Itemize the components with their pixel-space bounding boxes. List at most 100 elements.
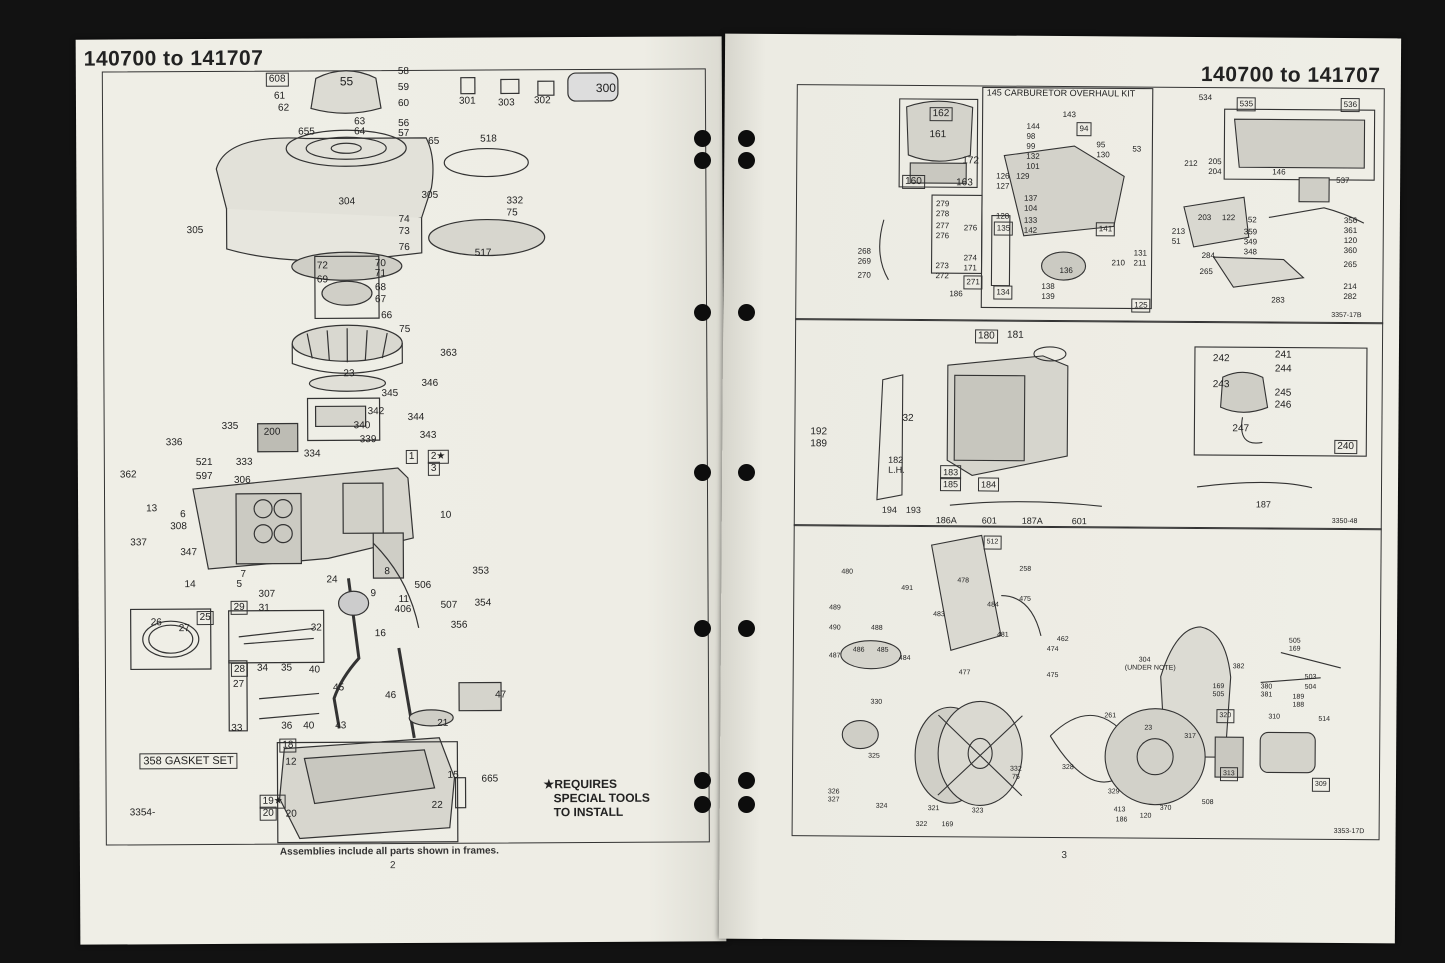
part-label: 64 [354,126,366,138]
part-label: 14 [184,579,196,591]
part-label: 356 [1343,215,1358,226]
part-label: 62 [277,102,290,114]
part-label: 303 [497,97,515,109]
part-label: 189 [1292,693,1305,701]
part-label: 349 [1243,237,1258,247]
part-label: 189 [810,438,828,450]
part-label: 274 [963,253,977,263]
part-label: 514 [1318,715,1331,723]
part-label: 265 [1343,259,1357,270]
part-label: 504 [1304,683,1317,691]
part-label: 475 [1046,671,1059,679]
part-label: 68 [374,282,387,294]
part-label: 211 [1133,258,1147,268]
part-label: 169 [1212,683,1225,691]
part-label: 76 [398,241,410,254]
part-box: 29 [230,600,248,615]
part-label: 181 [1007,329,1024,341]
part-label: 322 [915,821,928,829]
part-label: (UNDER NOTE) [1124,664,1176,672]
part-label: 304 [338,196,356,208]
binder-hole [694,620,711,637]
part-label: 182 [888,454,904,465]
part-label: 75 [1011,773,1020,781]
part-label: 282 [1343,291,1357,302]
part-label: 32 [310,622,322,634]
part-label: 279 [935,199,950,209]
part-label: 481 [996,631,1009,639]
part-label: 128 [995,211,1010,221]
figure-number: 3350-48 [1331,517,1358,526]
part-label: 214 [1343,281,1357,292]
part-label: 325 [868,752,880,760]
part-label: 241 [1274,349,1292,361]
part-label: 505 [1212,691,1225,699]
binder-hole [694,772,711,789]
exploded-view-diagram [130,70,619,844]
part-label: 95 [1096,140,1106,150]
part-label: 305 [186,225,204,237]
part-label: 60 [397,97,410,110]
part-label: 67 [374,294,387,306]
part-label: 187 [1255,499,1271,510]
part-label: 193 [905,504,921,516]
part-label: 380 [1260,683,1273,691]
part-label: 24 [326,574,338,586]
part-label: 16 [374,628,386,640]
part-label: 304 [1138,656,1151,664]
part-label: 200 [263,426,281,438]
part-box: 536 [1340,97,1361,113]
part-label: 665 [481,773,499,785]
part-label: 146 [1272,167,1286,177]
part-label: 127 [996,181,1010,191]
part-label: 20 [285,808,297,820]
part-label: 187A [1021,515,1043,526]
part-label: 52 [1247,215,1257,225]
part-label: 26 [150,617,162,629]
assemblies-footnote: Assemblies include all parts shown in fr… [279,845,499,858]
part-box: 313 [1219,767,1238,782]
part-label: 142 [1023,225,1038,235]
part-label: 104 [1023,203,1038,213]
part-label: 59 [397,81,410,94]
part-label: 126 [996,171,1010,181]
part-label: 186 [949,289,963,299]
part-label: 382 [1232,663,1245,671]
figure-number: 3354- [129,807,156,819]
part-label: 324 [875,802,888,810]
figure-number: 3353-17D [1333,827,1365,836]
part-label: 345 [381,388,399,400]
part-label: 462 [1056,635,1069,644]
part-box: 20 [259,806,277,821]
note-line: ★REQUIRES [543,776,618,792]
part-box: 3 [427,461,440,476]
part-label: 329 [1107,788,1120,796]
part-label: 332 [506,195,524,207]
part-label: 277 [935,221,950,231]
part-label: 353 [472,565,490,577]
binder-hole [694,130,711,147]
part-label: 186 [1115,816,1128,824]
part-box: 185 [939,477,962,492]
part-label: 204 [1208,167,1222,177]
part-label: 337 [130,537,147,549]
part-label: 508 [1201,798,1214,807]
part-label: 360 [1343,245,1358,256]
part-box: 309 [1311,777,1330,792]
part-label: 244 [1274,363,1292,375]
part-label: 490 [828,624,841,632]
part-label: 57 [398,127,410,140]
part-label: 53 [1132,144,1142,154]
binder-hole [694,152,711,169]
part-label: 101 [1026,161,1040,171]
part-label: 601 [1071,516,1087,527]
part-label: 484 [987,601,999,609]
part-label: 283 [1271,295,1285,305]
part-label: 310 [1268,713,1281,721]
part-label: 332 [1010,765,1022,773]
part-label: 15 [447,769,459,781]
part-label: 130 [1096,150,1110,160]
part-label: 307 [258,588,276,600]
part-label: 343 [419,429,437,441]
binder-hole [738,772,755,789]
